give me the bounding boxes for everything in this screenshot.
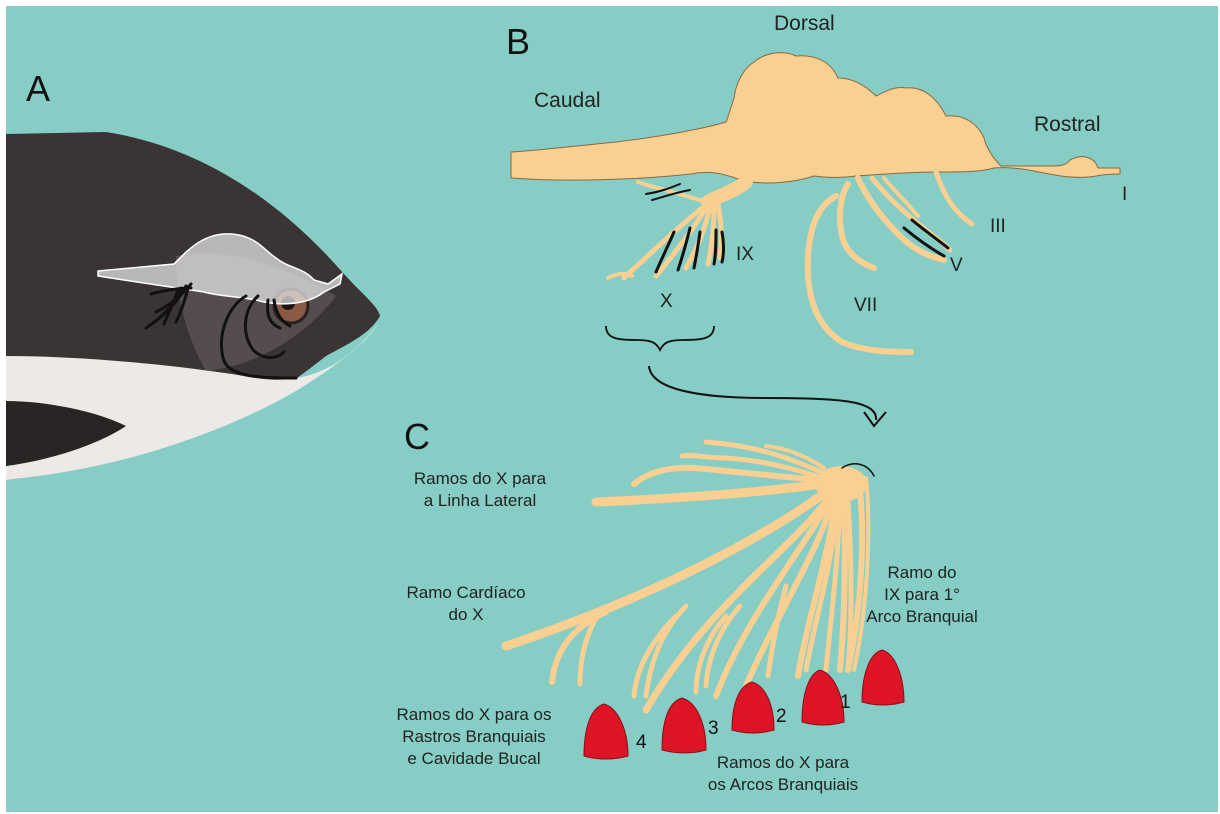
- brain-outline: [511, 53, 1120, 183]
- arch-number-3: 3: [708, 718, 719, 739]
- panel-label-b: B: [506, 21, 530, 62]
- vagus-branches: [506, 442, 874, 710]
- annotation-line: Ramos do X para: [717, 753, 850, 772]
- annotation-line: IX para 1°: [884, 585, 960, 604]
- annotation-line: Ramo Cardíaco: [406, 583, 525, 602]
- annotation-line: a Linha Lateral: [424, 491, 536, 510]
- annotation-line: e Cavidade Bucal: [407, 749, 540, 768]
- fish-photo: [6, 132, 380, 480]
- nerve-vii: [808, 184, 911, 352]
- gill-arch-3: [732, 682, 774, 733]
- label-nerve-iii: III: [990, 216, 1006, 237]
- label-nerve-ix: IX: [736, 244, 754, 265]
- figure-svg: A: [6, 6, 1218, 812]
- annotation-line: Ramo do: [888, 563, 957, 582]
- annotation-cardiac: Ramo Cardíaco do X: [406, 583, 525, 624]
- annotation-line: Arco Branquial: [866, 607, 978, 626]
- label-dorsal: Dorsal: [774, 12, 835, 35]
- panel-label-c: C: [404, 416, 430, 457]
- annotation-line: Ramos do X para os: [397, 705, 552, 724]
- annotation-line: os Arcos Branquiais: [708, 775, 858, 794]
- gill-arch-4: [662, 698, 706, 753]
- arch-number-4: 4: [636, 732, 647, 753]
- label-caudal: Caudal: [534, 89, 601, 112]
- gill-rakers: [584, 704, 628, 759]
- arch-number-2: 2: [776, 706, 787, 727]
- arrow-to-panel-c: [649, 366, 876, 420]
- annotation-lateral-line: Ramos do X para a Linha Lateral: [414, 469, 547, 510]
- nerve-v: [858, 178, 950, 260]
- annotation-line: do X: [449, 605, 484, 624]
- label-nerve-i: I: [1122, 184, 1127, 205]
- annotation-line: Ramos do X para: [414, 469, 547, 488]
- annotation-arches: Ramos do X para os Arcos Branquiais: [708, 753, 858, 794]
- arch-number-1: 1: [840, 692, 851, 713]
- gill-arch-2: [802, 670, 844, 725]
- annotation-rakers: Ramos do X para os Rastros Branquiais e …: [397, 705, 552, 768]
- nerve-iii: [936, 172, 972, 224]
- panel-label-a: A: [26, 68, 50, 109]
- annotation-ix-first-arch: Ramo do IX para 1° Arco Branquial: [866, 563, 978, 626]
- label-nerve-v: V: [950, 255, 963, 276]
- label-nerve-x: X: [660, 291, 673, 312]
- brain-diagram: [511, 53, 1120, 352]
- x-brace: [606, 326, 714, 350]
- annotation-line: Rastros Branquiais: [402, 727, 546, 746]
- nerve-x-branches: [608, 182, 746, 278]
- figure-canvas: A: [6, 6, 1218, 812]
- label-nerve-vii: VII: [854, 295, 877, 316]
- gill-arch-1: [862, 650, 904, 705]
- label-rostral: Rostral: [1034, 113, 1101, 136]
